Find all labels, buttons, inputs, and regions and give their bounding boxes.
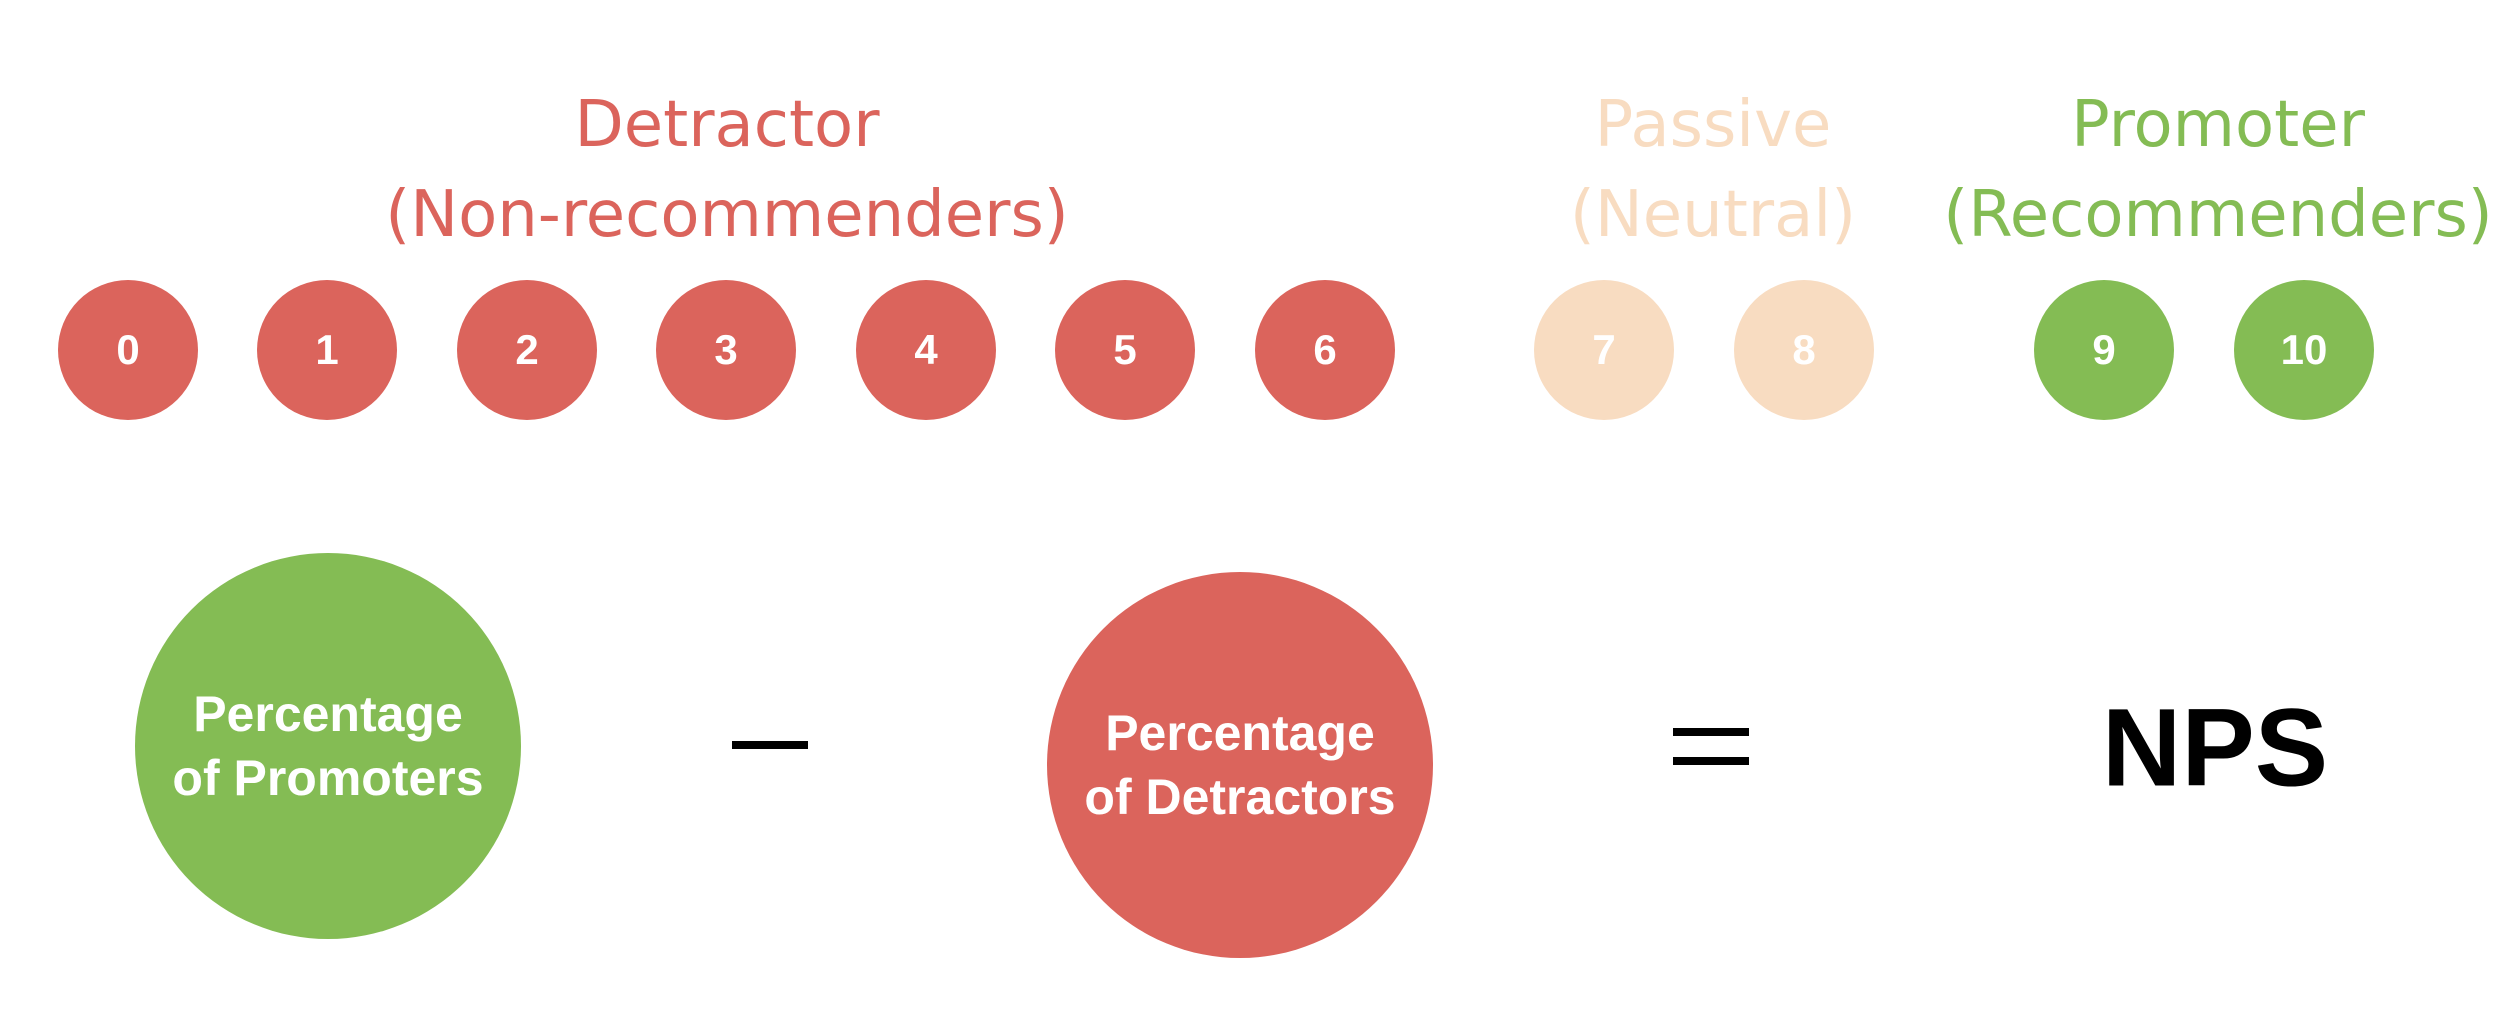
promoter-subtitle: (Recommenders) <box>1943 178 2493 252</box>
score-4: 4 <box>856 280 996 420</box>
passive-subtitle: (Neutral) <box>1569 178 1857 252</box>
equals-operator-bottom-bar <box>1673 757 1749 765</box>
score-0: 0 <box>58 280 198 420</box>
score-2: 2 <box>457 280 597 420</box>
percentage-detractors-circle: Percentage of Detractors <box>1047 572 1433 958</box>
detractor-title: Detractor <box>574 88 880 162</box>
score-8: 8 <box>1734 280 1874 420</box>
passive-title: Passive <box>1594 88 1832 162</box>
score-5: 5 <box>1055 280 1195 420</box>
detractor-subtitle: (Non-recommenders) <box>385 178 1069 252</box>
promoter-group-label: Promoter (Recommenders) <box>1943 80 2493 260</box>
score-7: 7 <box>1534 280 1674 420</box>
score-3: 3 <box>656 280 796 420</box>
score-9: 9 <box>2034 280 2174 420</box>
equals-operator-top-bar <box>1673 728 1749 736</box>
promoters-line-2: of Promoters <box>172 750 484 806</box>
score-1: 1 <box>257 280 397 420</box>
score-6: 6 <box>1255 280 1395 420</box>
promoter-title: Promoter <box>2071 88 2365 162</box>
detractor-group-label: Detractor (Non-recommenders) <box>385 80 1069 260</box>
passive-group-label: Passive (Neutral) <box>1570 80 1856 260</box>
detractors-line-2: of Detractors <box>1084 769 1396 825</box>
nps-result: NPS <box>2101 686 2329 810</box>
promoters-line-1: Percentage <box>193 686 463 742</box>
score-10: 10 <box>2234 280 2374 420</box>
detractors-line-1: Percentage <box>1105 705 1375 761</box>
percentage-promoters-circle: Percentage of Promoters <box>135 553 521 939</box>
minus-operator <box>732 741 808 749</box>
